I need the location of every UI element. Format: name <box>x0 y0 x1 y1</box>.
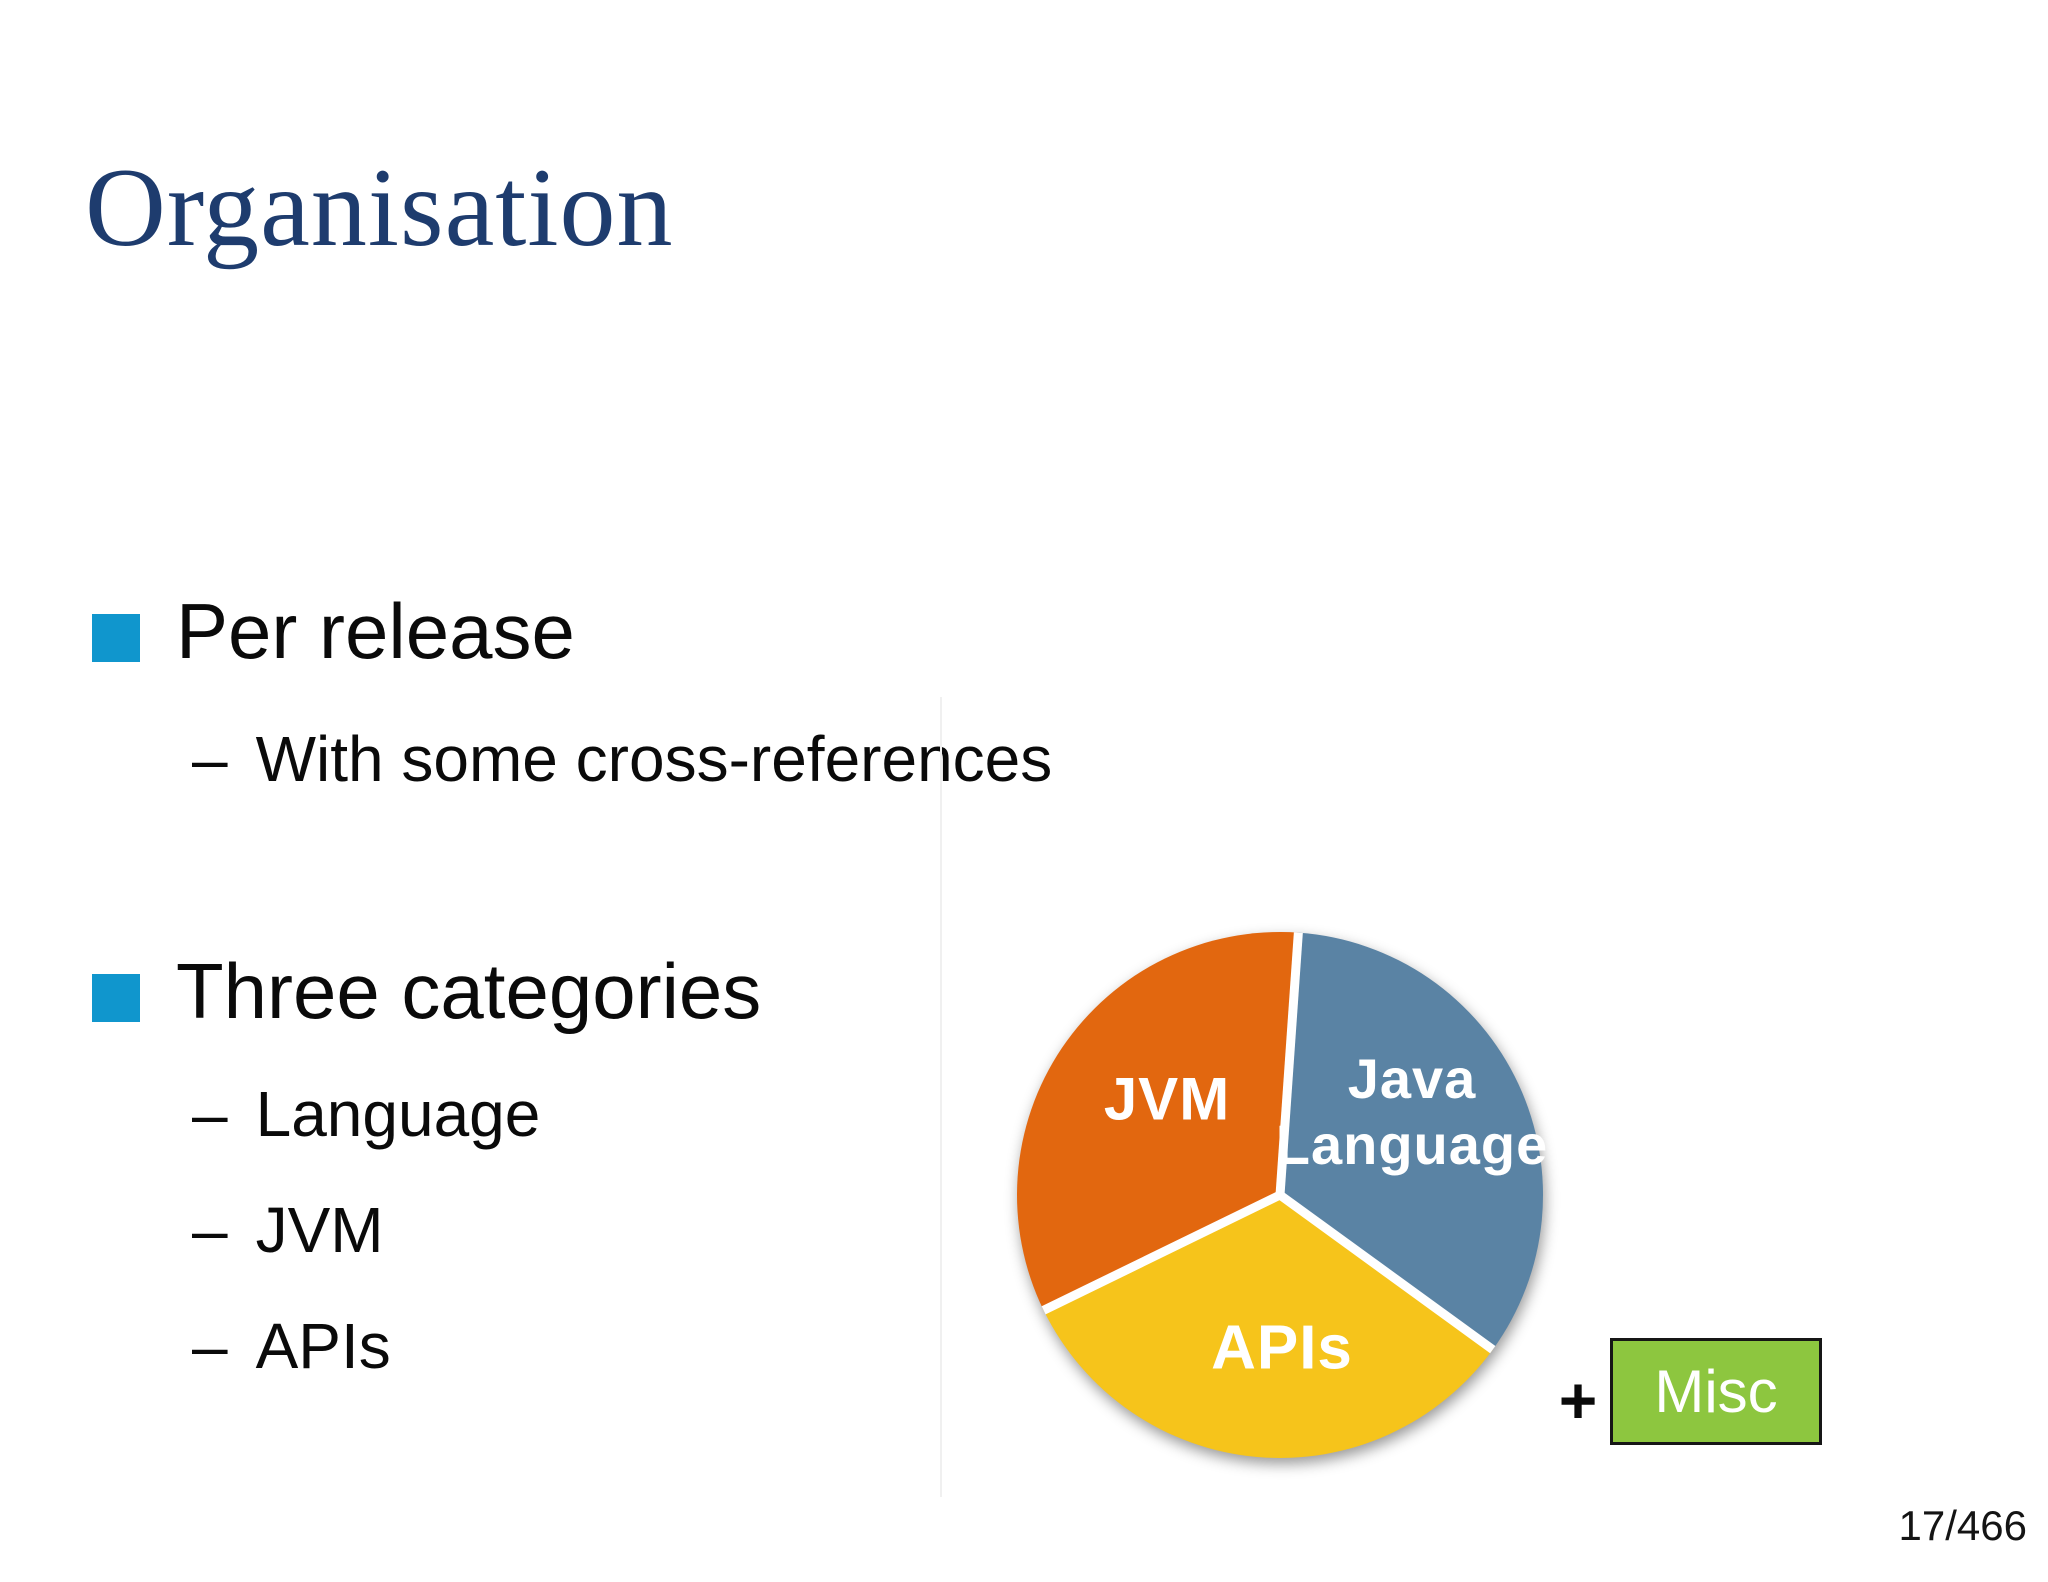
sub-bullet-language: – Language <box>192 1082 540 1146</box>
sub-bullet-apis: – APIs <box>192 1314 391 1378</box>
sub-bullet-label: JVM <box>255 1194 384 1266</box>
bullet-item-per-release: Per release <box>176 587 575 675</box>
pie-label-jvm: JVM <box>1103 1065 1231 1133</box>
dash-marker: – <box>192 1310 228 1382</box>
misc-label: Misc <box>1654 1357 1778 1425</box>
sub-bullet-jvm: – JVM <box>192 1198 384 1262</box>
dash-marker: – <box>192 723 228 795</box>
pie-chart <box>1017 931 1544 1458</box>
pie-label-apis: APIs <box>1211 1313 1353 1383</box>
sub-bullet-label: With some cross-references <box>255 723 1053 795</box>
dash-marker: – <box>192 1194 228 1266</box>
slide-title: Organisation <box>85 146 674 270</box>
sub-bullet-cross-references: – With some cross-references <box>192 727 1052 791</box>
bullet-square-icon <box>92 614 140 662</box>
pie-label-java-language: Java Language <box>1275 1046 1549 1176</box>
misc-box: Misc <box>1610 1338 1822 1445</box>
bullet-square-icon <box>92 974 140 1022</box>
sub-bullet-label: Language <box>255 1078 541 1150</box>
plus-operator: + <box>1558 1363 1598 1437</box>
pie-slice-java-language <box>1280 932 1544 1350</box>
dash-marker: – <box>192 1078 228 1150</box>
picture-edge-line <box>940 697 942 1497</box>
page-number: 17/466 <box>1898 1502 2027 1549</box>
pie-slice-apis <box>1043 1195 1493 1458</box>
bullet-item-three-categories: Three categories <box>176 947 762 1035</box>
pie-slice-gaps <box>1041 932 1496 1354</box>
sub-bullet-label: APIs <box>255 1310 391 1382</box>
